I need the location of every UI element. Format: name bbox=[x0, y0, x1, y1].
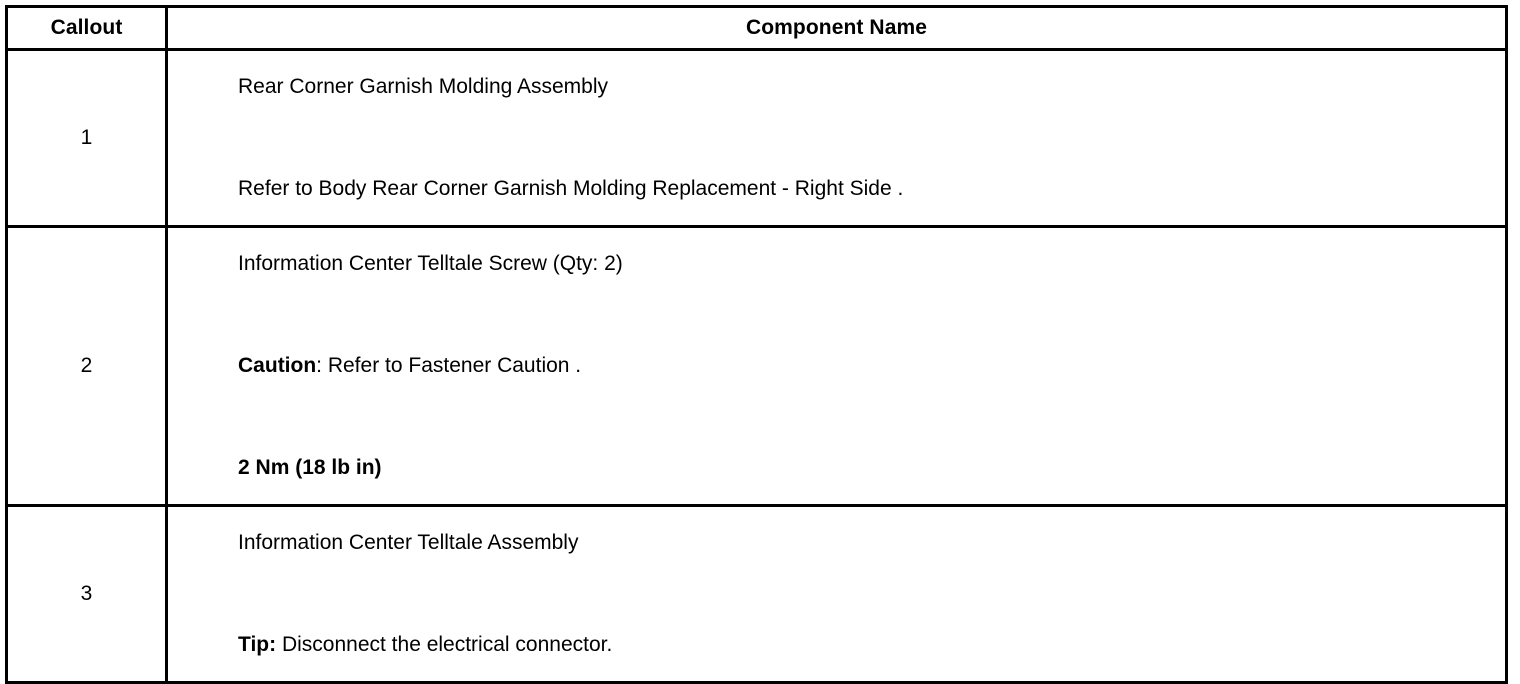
table-body: 1 Rear Corner Garnish Molding Assembly R… bbox=[5, 48, 1508, 684]
component-line: Information Center Telltale Assembly bbox=[168, 507, 1505, 579]
component-callout-table: Callout Component Name 1 Rear Corner Gar… bbox=[5, 5, 1508, 684]
table-header-row: Callout Component Name bbox=[5, 5, 1508, 51]
component-line: Refer to Body Rear Corner Garnish Moldin… bbox=[168, 153, 1505, 225]
component-line: Information Center Telltale Screw (Qty: … bbox=[168, 228, 1505, 300]
component-name-cell: Information Center Telltale Assembly Tip… bbox=[165, 504, 1508, 684]
caution-line: Caution: Refer to Fastener Caution . bbox=[168, 330, 1505, 402]
torque-spec-line: 2 Nm (18 lb in) bbox=[168, 432, 1505, 504]
torque-spec-text: 2 Nm (18 lb in) bbox=[238, 456, 382, 479]
table-row: 3 Information Center Telltale Assembly T… bbox=[5, 504, 1508, 684]
component-name-cell: Information Center Telltale Screw (Qty: … bbox=[165, 225, 1508, 507]
tip-text: Disconnect the electrical connector. bbox=[276, 633, 613, 656]
tip-line: Tip: Disconnect the electrical connector… bbox=[168, 609, 1505, 681]
caution-label: Caution bbox=[238, 354, 317, 377]
component-line: Rear Corner Garnish Molding Assembly bbox=[168, 51, 1505, 123]
component-line-text: Information Center Telltale Screw (Qty: … bbox=[238, 252, 623, 275]
table-header: Callout Component Name bbox=[5, 5, 1508, 51]
table-row: 2 Information Center Telltale Screw (Qty… bbox=[5, 225, 1508, 507]
callout-table-page: Callout Component Name 1 Rear Corner Gar… bbox=[5, 5, 1508, 684]
callout-number: 2 bbox=[5, 225, 168, 507]
component-line-text: Information Center Telltale Assembly bbox=[238, 531, 579, 554]
callout-number: 3 bbox=[5, 504, 168, 684]
component-line-text: Refer to Body Rear Corner Garnish Moldin… bbox=[238, 177, 904, 200]
tip-label: Tip: bbox=[238, 633, 277, 656]
component-line-text: Rear Corner Garnish Molding Assembly bbox=[238, 75, 608, 98]
component-name-cell: Rear Corner Garnish Molding Assembly Ref… bbox=[165, 48, 1508, 228]
caution-text: : Refer to Fastener Caution . bbox=[316, 354, 582, 377]
column-header-callout: Callout bbox=[5, 5, 168, 51]
column-header-component-name: Component Name bbox=[165, 5, 1508, 51]
callout-number: 1 bbox=[5, 48, 168, 228]
table-row: 1 Rear Corner Garnish Molding Assembly R… bbox=[5, 48, 1508, 228]
